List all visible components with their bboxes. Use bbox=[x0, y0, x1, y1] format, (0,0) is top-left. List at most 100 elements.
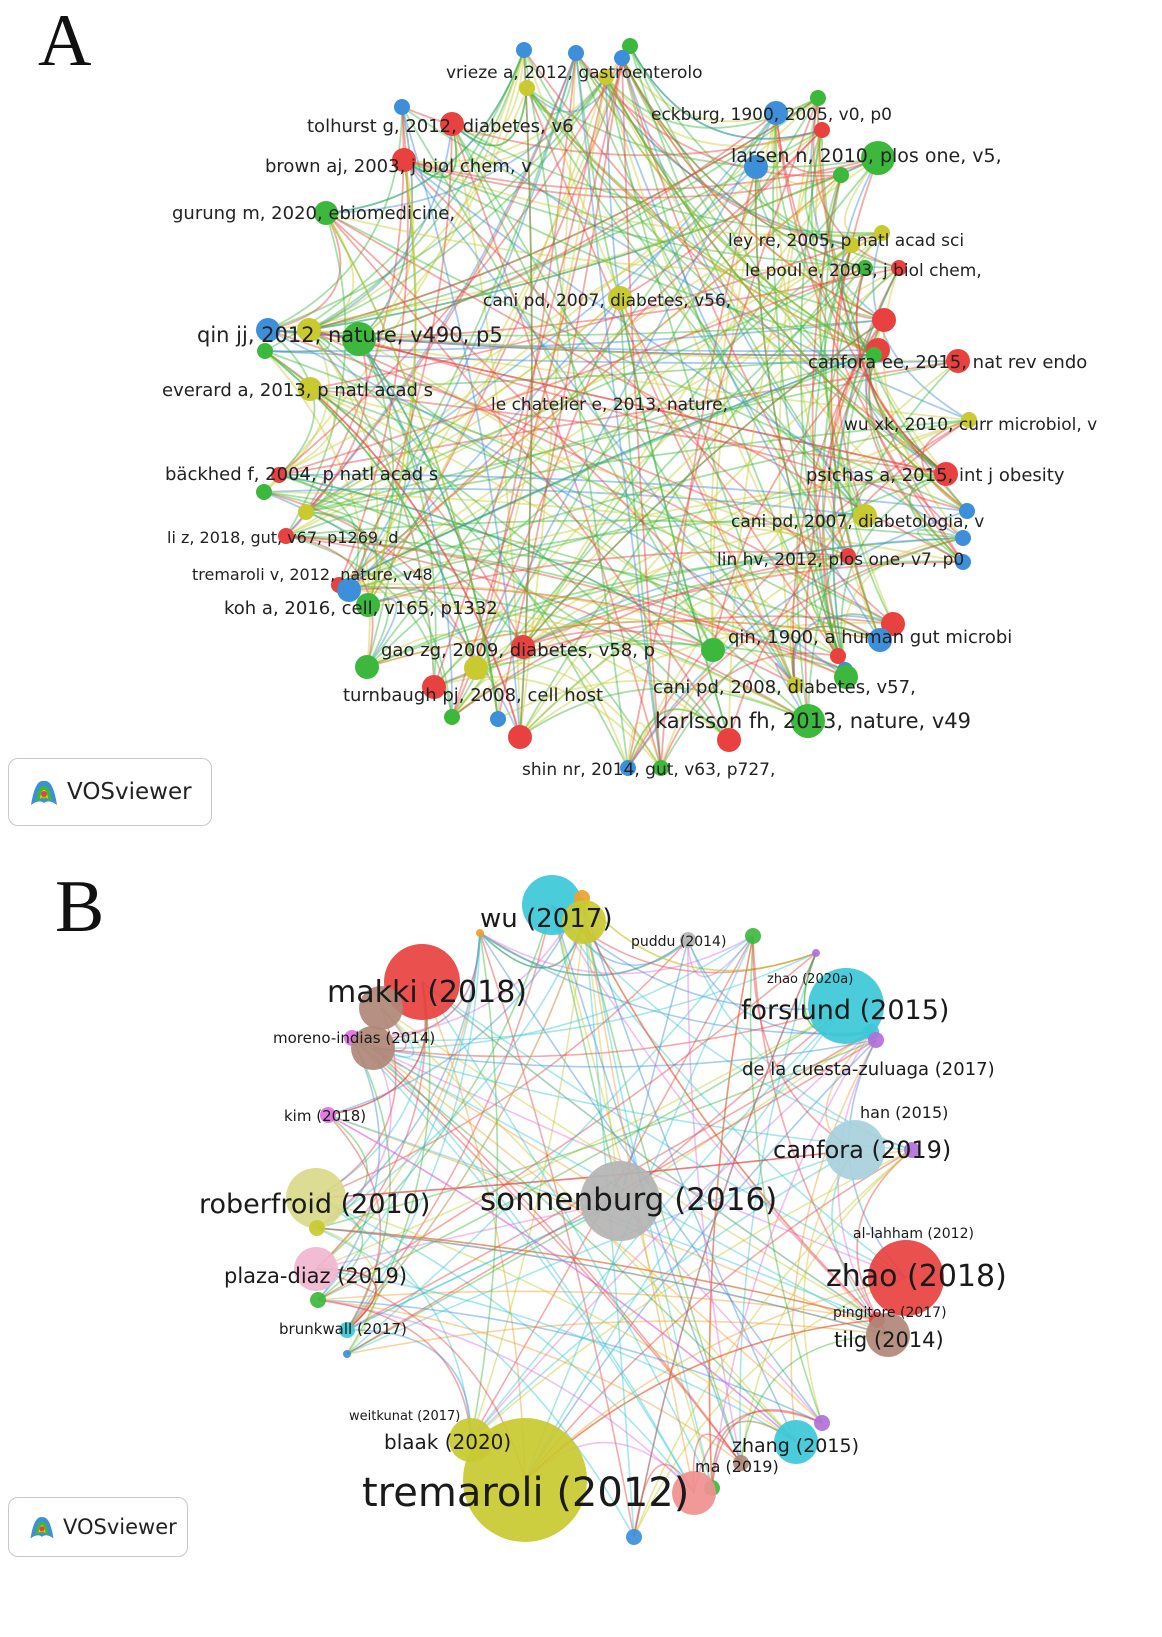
network-node[interactable] bbox=[356, 593, 380, 617]
network-node[interactable] bbox=[810, 90, 826, 106]
network-node[interactable] bbox=[868, 628, 892, 652]
network-node[interactable] bbox=[868, 1032, 884, 1048]
network-node[interactable] bbox=[464, 656, 488, 680]
network-node[interactable] bbox=[286, 1168, 346, 1228]
network-node[interactable] bbox=[834, 665, 858, 689]
network-node[interactable] bbox=[580, 1161, 660, 1241]
network-node[interactable] bbox=[568, 45, 584, 61]
network-node[interactable] bbox=[653, 760, 669, 776]
network-node[interactable] bbox=[516, 42, 532, 58]
network-edge bbox=[348, 129, 823, 591]
network-node[interactable] bbox=[891, 260, 907, 276]
network-node[interactable] bbox=[394, 99, 410, 115]
network-node[interactable] bbox=[868, 1240, 944, 1316]
network-node[interactable] bbox=[342, 322, 376, 356]
network-node[interactable] bbox=[614, 50, 630, 66]
network-node[interactable] bbox=[298, 504, 314, 520]
network-edge bbox=[338, 349, 879, 586]
network-node[interactable] bbox=[343, 1350, 351, 1358]
network-node[interactable] bbox=[955, 530, 971, 546]
network-node[interactable] bbox=[733, 1455, 749, 1471]
network-edge bbox=[285, 232, 883, 537]
network-node[interactable] bbox=[764, 101, 788, 125]
network-node[interactable] bbox=[825, 1120, 885, 1180]
network-node[interactable] bbox=[278, 528, 294, 544]
network-node[interactable] bbox=[745, 928, 761, 944]
network-node[interactable] bbox=[490, 711, 506, 727]
network-node[interactable] bbox=[463, 1418, 587, 1542]
network-edge bbox=[403, 159, 964, 539]
network-edge bbox=[305, 511, 366, 591]
network-node[interactable] bbox=[598, 69, 614, 85]
network-node[interactable] bbox=[309, 1220, 325, 1236]
network-node[interactable] bbox=[511, 635, 535, 659]
network-node[interactable] bbox=[857, 260, 873, 276]
network-node[interactable] bbox=[787, 677, 803, 693]
network-node[interactable] bbox=[833, 167, 849, 183]
network-node[interactable] bbox=[359, 986, 403, 1030]
network-node[interactable] bbox=[717, 728, 741, 752]
network-node[interactable] bbox=[508, 725, 532, 749]
network-edge bbox=[475, 112, 777, 669]
network-node[interactable] bbox=[672, 1471, 716, 1515]
network-edge bbox=[278, 474, 730, 741]
network-node[interactable] bbox=[562, 900, 606, 944]
network-node[interactable] bbox=[814, 122, 830, 138]
network-node[interactable] bbox=[701, 638, 725, 662]
network-node[interactable] bbox=[866, 1313, 910, 1357]
network-node[interactable] bbox=[791, 704, 825, 738]
network-node[interactable] bbox=[904, 1142, 920, 1158]
network-node[interactable] bbox=[853, 504, 877, 528]
network-node[interactable] bbox=[320, 1107, 336, 1123]
network-node[interactable] bbox=[814, 1415, 830, 1431]
network-node[interactable] bbox=[774, 1420, 818, 1464]
network-node[interactable] bbox=[519, 80, 535, 96]
network-node[interactable] bbox=[256, 484, 272, 500]
network-node[interactable] bbox=[476, 929, 484, 937]
network-node[interactable] bbox=[840, 548, 856, 564]
network-node[interactable] bbox=[257, 343, 273, 359]
network-node[interactable] bbox=[310, 1292, 326, 1308]
network-node[interactable] bbox=[297, 318, 321, 342]
network-node[interactable] bbox=[622, 38, 638, 54]
node-label: lin hv, 2012, plos one, v7, p0 bbox=[717, 550, 964, 570]
network-edge bbox=[605, 76, 853, 246]
network-node[interactable] bbox=[337, 578, 361, 602]
network-node[interactable] bbox=[626, 1529, 642, 1545]
network-edge bbox=[267, 76, 607, 331]
network-node[interactable] bbox=[355, 655, 379, 679]
network-node[interactable] bbox=[256, 318, 280, 342]
network-node[interactable] bbox=[440, 112, 464, 136]
network-node[interactable] bbox=[866, 347, 882, 363]
network-node[interactable] bbox=[620, 760, 636, 776]
network-node[interactable] bbox=[680, 932, 696, 948]
network-node[interactable] bbox=[608, 286, 632, 310]
network-edge bbox=[526, 87, 875, 356]
network-node[interactable] bbox=[959, 503, 975, 519]
network-node[interactable] bbox=[881, 612, 905, 636]
network-node[interactable] bbox=[339, 1322, 355, 1338]
network-edge bbox=[712, 349, 879, 651]
network-node[interactable] bbox=[808, 968, 884, 1044]
network-node[interactable] bbox=[392, 148, 416, 172]
network-node[interactable] bbox=[955, 554, 971, 570]
network-node[interactable] bbox=[271, 467, 287, 483]
network-node[interactable] bbox=[874, 225, 890, 241]
network-node[interactable] bbox=[294, 1247, 338, 1291]
network-node[interactable] bbox=[961, 412, 977, 428]
network-node[interactable] bbox=[844, 237, 860, 253]
network-node[interactable] bbox=[298, 377, 322, 401]
network-node[interactable] bbox=[934, 462, 958, 486]
network-node[interactable] bbox=[351, 1026, 395, 1070]
node-label: sonnenburg (2016) bbox=[480, 1182, 777, 1218]
network-node[interactable] bbox=[946, 349, 970, 373]
network-node[interactable] bbox=[384, 944, 460, 1020]
network-node[interactable] bbox=[444, 709, 460, 725]
network-node[interactable] bbox=[314, 201, 338, 225]
network-node[interactable] bbox=[812, 949, 820, 957]
network-node[interactable] bbox=[830, 648, 846, 664]
network-node[interactable] bbox=[872, 308, 896, 332]
network-node[interactable] bbox=[422, 675, 446, 699]
network-node[interactable] bbox=[744, 155, 768, 179]
network-node[interactable] bbox=[861, 141, 895, 175]
